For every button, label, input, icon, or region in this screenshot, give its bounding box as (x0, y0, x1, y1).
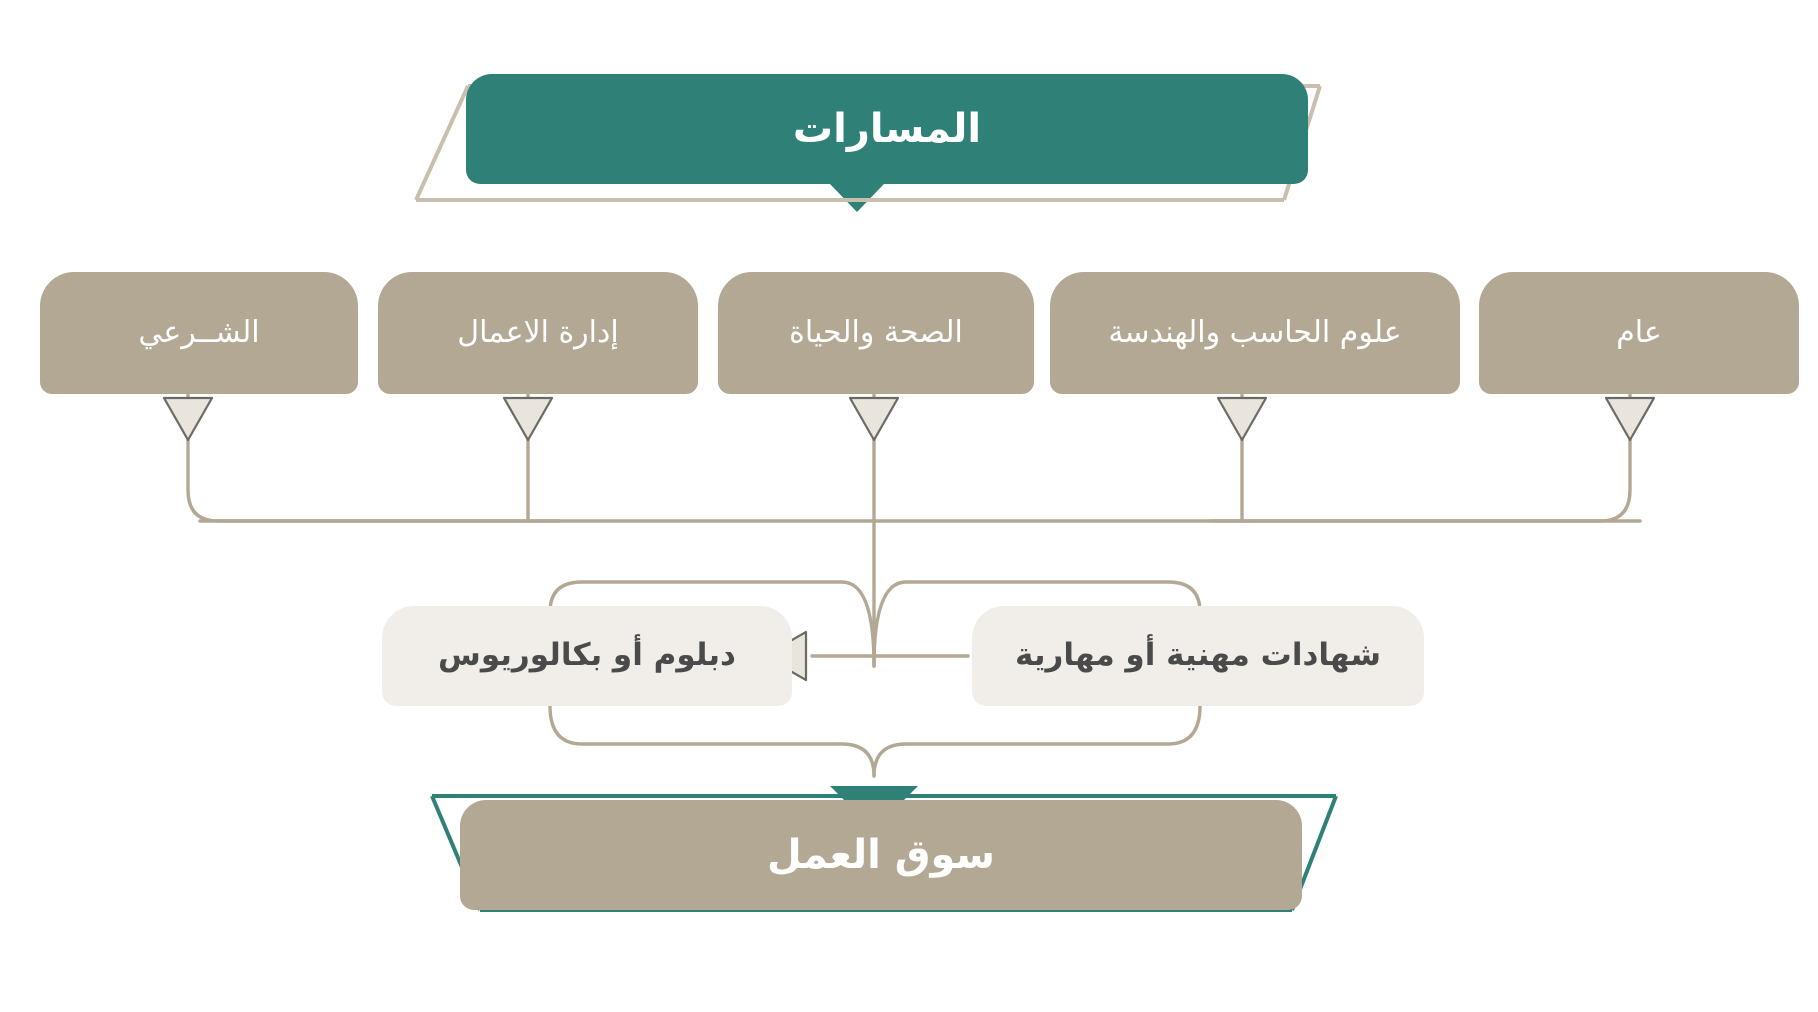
cert-to-degree-connector (762, 630, 970, 682)
outcome-box-certificates[interactable]: شهادات مهنية أو مهارية (972, 606, 1424, 706)
track-box-health[interactable]: الصحة والحياة (718, 272, 1034, 394)
track-box-business[interactable]: إدارة الاعمال (378, 272, 698, 394)
bottom-banner: سوق العمل (460, 800, 1302, 910)
track-box-sharia[interactable]: الشــرعي (40, 272, 358, 394)
track-box-cs-eng[interactable]: علوم الحاسب والهندسة (1050, 272, 1460, 394)
top-banner: المسارات (466, 74, 1308, 184)
outcome-box-degree[interactable]: دبلوم أو بكالوريوس (382, 606, 792, 706)
track-box-general[interactable]: عام (1479, 272, 1799, 394)
track-arrowheads (162, 396, 1656, 442)
